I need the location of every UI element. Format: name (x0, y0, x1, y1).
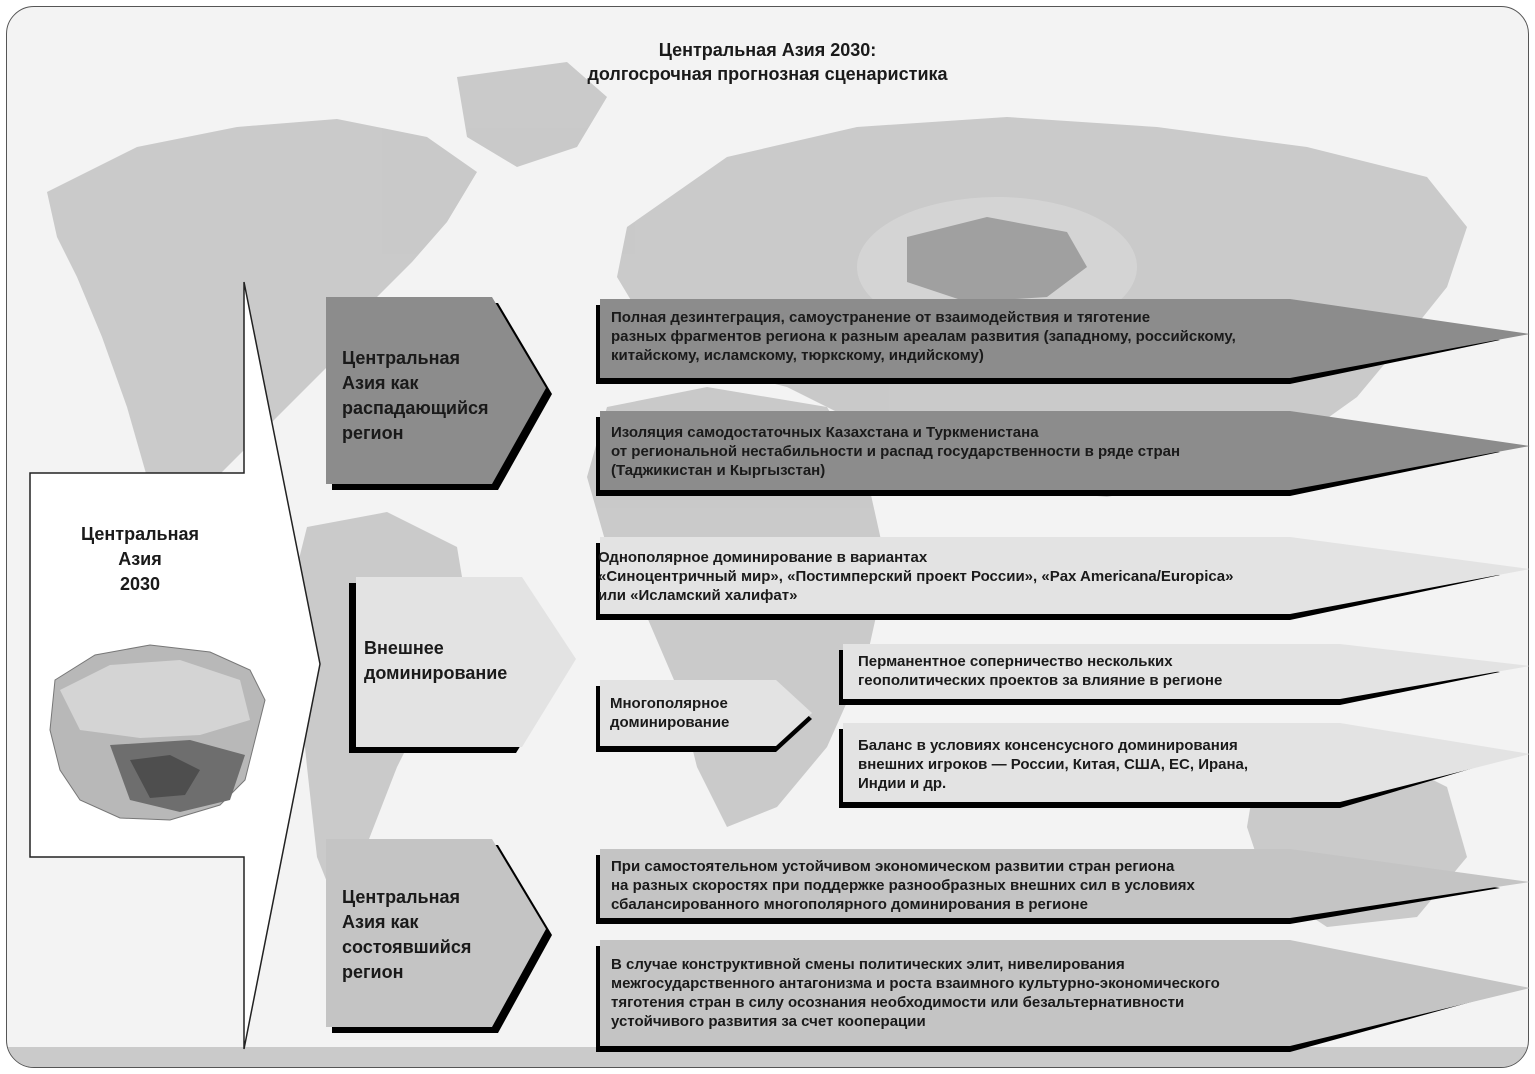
outcome-text-1-1: Полная дезинтеграция, самоустранение от … (611, 309, 1236, 364)
outcome-text-3-1: При самостоятельном устойчивом экономиче… (611, 858, 1195, 913)
root-label: Центральная Азия 2030 (81, 524, 199, 594)
outcome-text-2-1: Однополярное доминирование в вариантах «… (598, 549, 1234, 604)
scenario-arrow-disintegrating (326, 297, 546, 484)
scenario-arrow-external (356, 577, 576, 747)
scenario-label-disintegrating: Центральная Азия как распадающийся регио… (342, 348, 489, 443)
outcome-arrow-3-1 (600, 849, 1530, 918)
scenario-arrow-established (326, 839, 546, 1027)
outcome-arrow-1-1 (600, 299, 1530, 378)
outcome-text-3-2: В случае конструктивной смены политическ… (611, 956, 1220, 1030)
outcome-arrow-2-3 (843, 723, 1530, 802)
outcome-text-1-2: Изоляция самодостаточных Казахстана и Ту… (611, 424, 1181, 479)
central-asia-map-icon (49, 644, 266, 821)
scenario-label-external: Внешнее доминирование (364, 638, 508, 683)
diagram-title: Центральная Азия 2030: долгосрочная прог… (587, 40, 948, 84)
outcome-arrow-1-2 (600, 411, 1530, 490)
scenario-label-established: Центральная Азия как состоявшийся регион (342, 887, 472, 982)
outcome-text-2-2: Перманентное соперничество нескольких ге… (858, 653, 1223, 689)
outcome-arrow-2-2 (843, 644, 1530, 699)
outcome-arrow-2-1 (600, 537, 1530, 614)
outcome-text-2-3: Баланс в условиях консенсусного доминиро… (858, 737, 1249, 792)
sub-label-multipolar: Многополярное доминирование (610, 695, 730, 731)
sub-arrow-multipolar (600, 680, 812, 746)
outcome-arrow-3-2 (600, 940, 1530, 1046)
